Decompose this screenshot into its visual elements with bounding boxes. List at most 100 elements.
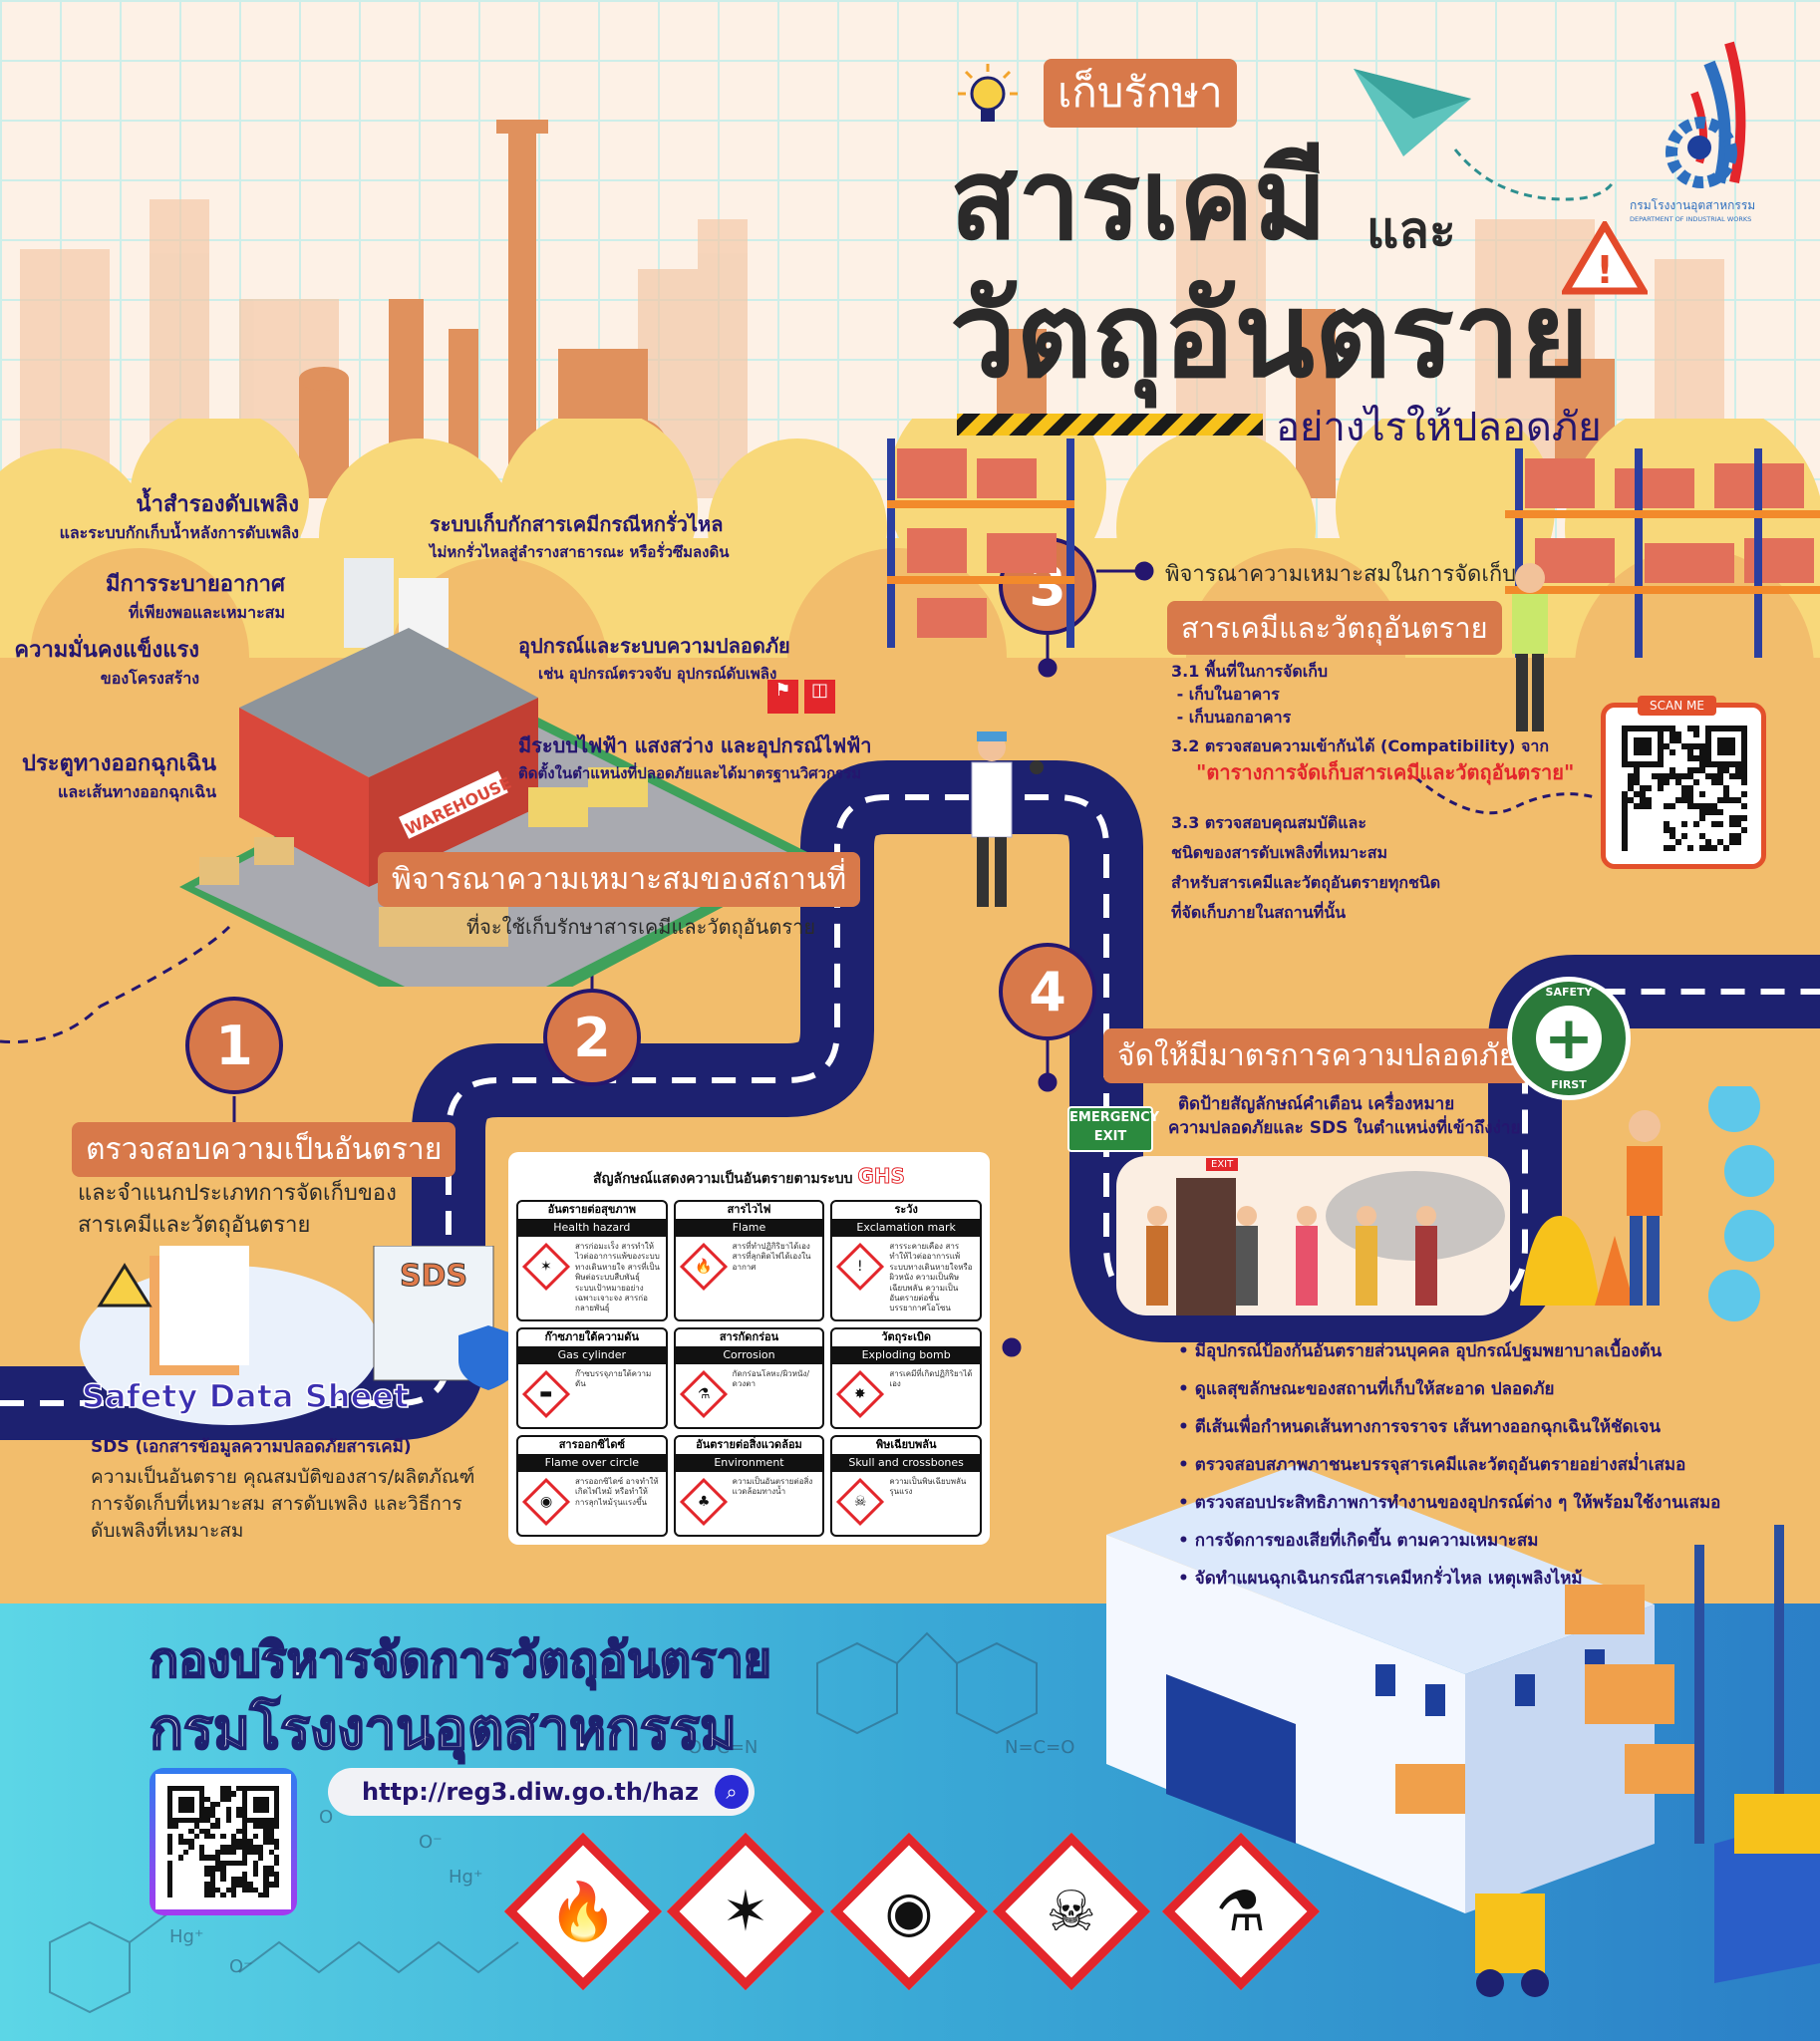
step-1-sub-line1: และจำแนกประเภทการจัดเก็บของ — [78, 1181, 397, 1206]
corrosion-icon: ⚗ — [679, 1369, 728, 1418]
ghs-cell-thai-name: พิษเฉียบพลัน — [875, 1437, 937, 1451]
first-aid-top-text: SAFETY — [1545, 986, 1593, 999]
step-4-first-line1: ติดป้ายสัญลักษณ์คำเตือน เครื่องหมาย — [1178, 1094, 1455, 1114]
paper-plane-icon — [1354, 59, 1473, 158]
molecule-label-5: O⁻ — [229, 1956, 253, 1977]
flame-over-circle-icon: ◉ — [884, 1879, 934, 1944]
sds-desc-line2: การจัดเก็บที่เหมาะสม สารดับเพลิง และวิธี… — [91, 1493, 462, 1515]
ghs-brand: GHS — [857, 1164, 906, 1189]
exploding-bomb-icon: ✸ — [836, 1369, 885, 1418]
sds-illustration: SDS — [80, 1246, 518, 1425]
step-2-number: 2 — [543, 989, 641, 1086]
worker-illustration — [1512, 563, 1548, 731]
title-and: และ — [1366, 201, 1456, 259]
ghs-cell-english-name: Health hazard — [518, 1219, 666, 1237]
title-line2: วัตถุอันตราย — [950, 266, 1590, 404]
label-electrical-sub: ติดตั้งในตำแหน่งที่ปลอดภัยและได้มาตรฐานว… — [518, 764, 862, 782]
footer-department-name: กรมโรงงานอุตสาหกรรม — [149, 1696, 738, 1763]
sds-desc-line3: ดับเพลิงที่เหมาะสม — [91, 1520, 244, 1542]
ghs-cell-thai-name: สารออกซิไดซ์ — [558, 1437, 625, 1451]
footer-division-name: กองบริหารจัดการวัตถุอันตราย — [149, 1631, 772, 1689]
label-ventilation-title: มีการระบายอากาศ — [105, 572, 285, 597]
footer-qr-box[interactable] — [150, 1768, 297, 1915]
step-3-item-5: 3.3 ตรวจสอบคุณสมบัติและ — [1171, 813, 1366, 832]
footer-qr-code[interactable] — [155, 1774, 291, 1909]
health-hazard-icon: ✶ — [722, 1879, 769, 1944]
svg-text:!: ! — [1596, 248, 1613, 292]
exclamation-icon: ! — [836, 1242, 885, 1292]
lightbulb-icon — [952, 62, 1024, 134]
step-4-title: จัดให้มีมาตรการความปลอดภัย — [1103, 1028, 1531, 1083]
step-1-sub-line2: สารเคมีและวัตถุอันตราย — [78, 1213, 311, 1238]
ghs-table: สัญลักษณ์แสดงความเป็นอันตรายตามระบบ GHS … — [508, 1152, 990, 1545]
flame-icon: 🔥 — [679, 1242, 728, 1292]
step-3-item-1: 3.1 พื้นที่ในการจัดเก็บ — [1171, 662, 1329, 681]
step-3-item-2: - เก็บในอาคาร — [1171, 685, 1280, 704]
blue-warehouse-illustration — [1106, 1465, 1820, 1997]
health-hazard-icon: ✶ — [521, 1242, 571, 1292]
skull-icon: ☠ — [836, 1477, 885, 1526]
molecule-label-1: O=C=N — [688, 1737, 758, 1758]
step-4-bullet: จัดทำแผนฉุกเฉินกรณีสารเคมีหกรั่วไหล เหตุ… — [1178, 1565, 1720, 1592]
step-3-item-7: สำหรับสารเคมีและวัตถุอันตรายทุกชนิด — [1171, 873, 1441, 892]
fire-extinguisher-icon: ⚑ — [767, 680, 798, 714]
pictogram-health-hazard: ✶ — [666, 1832, 825, 1991]
label-electrical-title: มีระบบไฟฟ้า แสงสว่าง และอุปกรณ์ไฟฟ้า — [518, 733, 872, 757]
sds-doc-label: SDS — [400, 1259, 467, 1294]
ghs-cell-description: ความเป็นอันตรายต่อสิ่งแวดล้อมทางน้ำ — [732, 1476, 813, 1497]
step-4-bullet: ตรวจสอบสภาพภาชนะบรรจุสารเคมีและวัตถุอันต… — [1178, 1451, 1720, 1478]
sds-desc-line1: ความเป็นอันตราย คุณสมบัติของสาร/ผลิตภัณฑ… — [91, 1466, 475, 1488]
step-3-item-4: 3.2 ตรวจสอบความเข้ากันได้ (Compatibility… — [1171, 736, 1550, 755]
scientist-illustration — [971, 731, 1044, 907]
qr-code[interactable] — [1622, 726, 1747, 851]
label-emergency-door-title: ประตูทางออกฉุกเฉิน — [22, 751, 217, 776]
ghs-cell-english-name: Flame — [675, 1219, 823, 1237]
step-4-bullet: การจัดการของเสียที่เกิดขึ้น ตามความเหมาะ… — [1178, 1527, 1720, 1554]
fire-hose-icon: ◫ — [804, 680, 835, 714]
title-line1: สารเคมี — [950, 136, 1328, 265]
step-3-title: สารเคมีและวัตถุอันตราย — [1167, 601, 1502, 655]
ghs-cell-description: สารระคายเคือง สารทำให้ไวต่ออาการแพ้ระบบท… — [889, 1242, 973, 1313]
molecule-label-7: O — [319, 1807, 333, 1828]
step-4-bullet: มีอุปกรณ์ป้องกันอันตรายส่วนบุคคล อุปกรณ์… — [1178, 1337, 1720, 1364]
warehouse-illustration: WAREHOUSE — [179, 558, 817, 987]
scan-me-qr-box[interactable]: SCAN ME — [1601, 696, 1766, 869]
ghs-cell-flame-over-circle: สารออกซิไดซ์Flame over circle◉สารออกซิได… — [516, 1434, 668, 1537]
step-2-title: พิจารณาความเหมาะสมของสถานที่ — [378, 852, 861, 907]
label-fire-water-sub: และระบบกักเก็บน้ำหลังการดับเพลิง — [59, 523, 299, 542]
step-2-sub: ที่จะใช้เก็บรักษาสารเคมีและวัตถุอันตราย — [466, 915, 816, 939]
ghs-cell-thai-name: วัตถุระเบิด — [881, 1329, 931, 1343]
first-aid-cross-icon: + — [1536, 1006, 1602, 1071]
url-bar[interactable]: http://reg3.diw.go.th/haz ⌕ — [328, 1768, 755, 1816]
first-aid-badge: SAFETY + FIRST — [1507, 977, 1631, 1100]
label-safety-equipment-sub: เช่น อุปกรณ์ตรวจจับ อุปกรณ์ดับเพลิง — [538, 665, 777, 683]
header-badge: เก็บรักษา — [1044, 59, 1237, 128]
step-3-item-3: - เก็บนอกอาคาร — [1171, 708, 1292, 727]
label-safety-equipment-title: อุปกรณ์และระบบความปลอดภัย — [518, 634, 790, 658]
environment-icon: ♣ — [679, 1477, 728, 1526]
label-structure-sub: ของโครงสร้าง — [100, 669, 199, 688]
label-fire-water-title: น้ำสำรองดับเพลิง — [136, 492, 299, 517]
step-4-number: 4 — [999, 943, 1096, 1040]
flame-icon: 🔥 — [548, 1879, 618, 1944]
ghs-cell-description: ความเป็นพิษเฉียบพลันรุนแรง — [889, 1476, 967, 1497]
step-1-number: 1 — [185, 997, 283, 1094]
evacuation-scene: EXIT — [1116, 1156, 1510, 1315]
skull-crossbones-icon: ☠ — [1046, 1879, 1097, 1944]
logo-name-en: DEPARTMENT OF INDUSTRIAL WORKS — [1630, 215, 1752, 223]
ghs-cell-thai-name: อันตรายต่อสิ่งแวดล้อม — [696, 1437, 802, 1451]
ghs-cell-english-name: Gas cylinder — [518, 1345, 666, 1364]
ghs-cell-english-name: Exploding bomb — [832, 1345, 980, 1364]
search-icon[interactable]: ⌕ — [714, 1775, 749, 1809]
step-4-bullet: ตรวจสอบประสิทธิภาพการทำงานของอุปกรณ์ต่าง… — [1178, 1489, 1721, 1516]
step-3-intro: พิจารณาความเหมาะสมในการจัดเก็บ — [1165, 562, 1517, 587]
subtitle: อย่างไรให้ปลอดภัย — [1276, 405, 1602, 450]
step-3-item-6: ชนิดของสารดับเพลิงที่เหมาะสม — [1171, 843, 1388, 862]
url-text[interactable]: http://reg3.diw.go.th/haz — [362, 1778, 699, 1806]
step-3-item-8: ที่จัดเก็บภายในสถานที่นั้น — [1171, 903, 1347, 922]
